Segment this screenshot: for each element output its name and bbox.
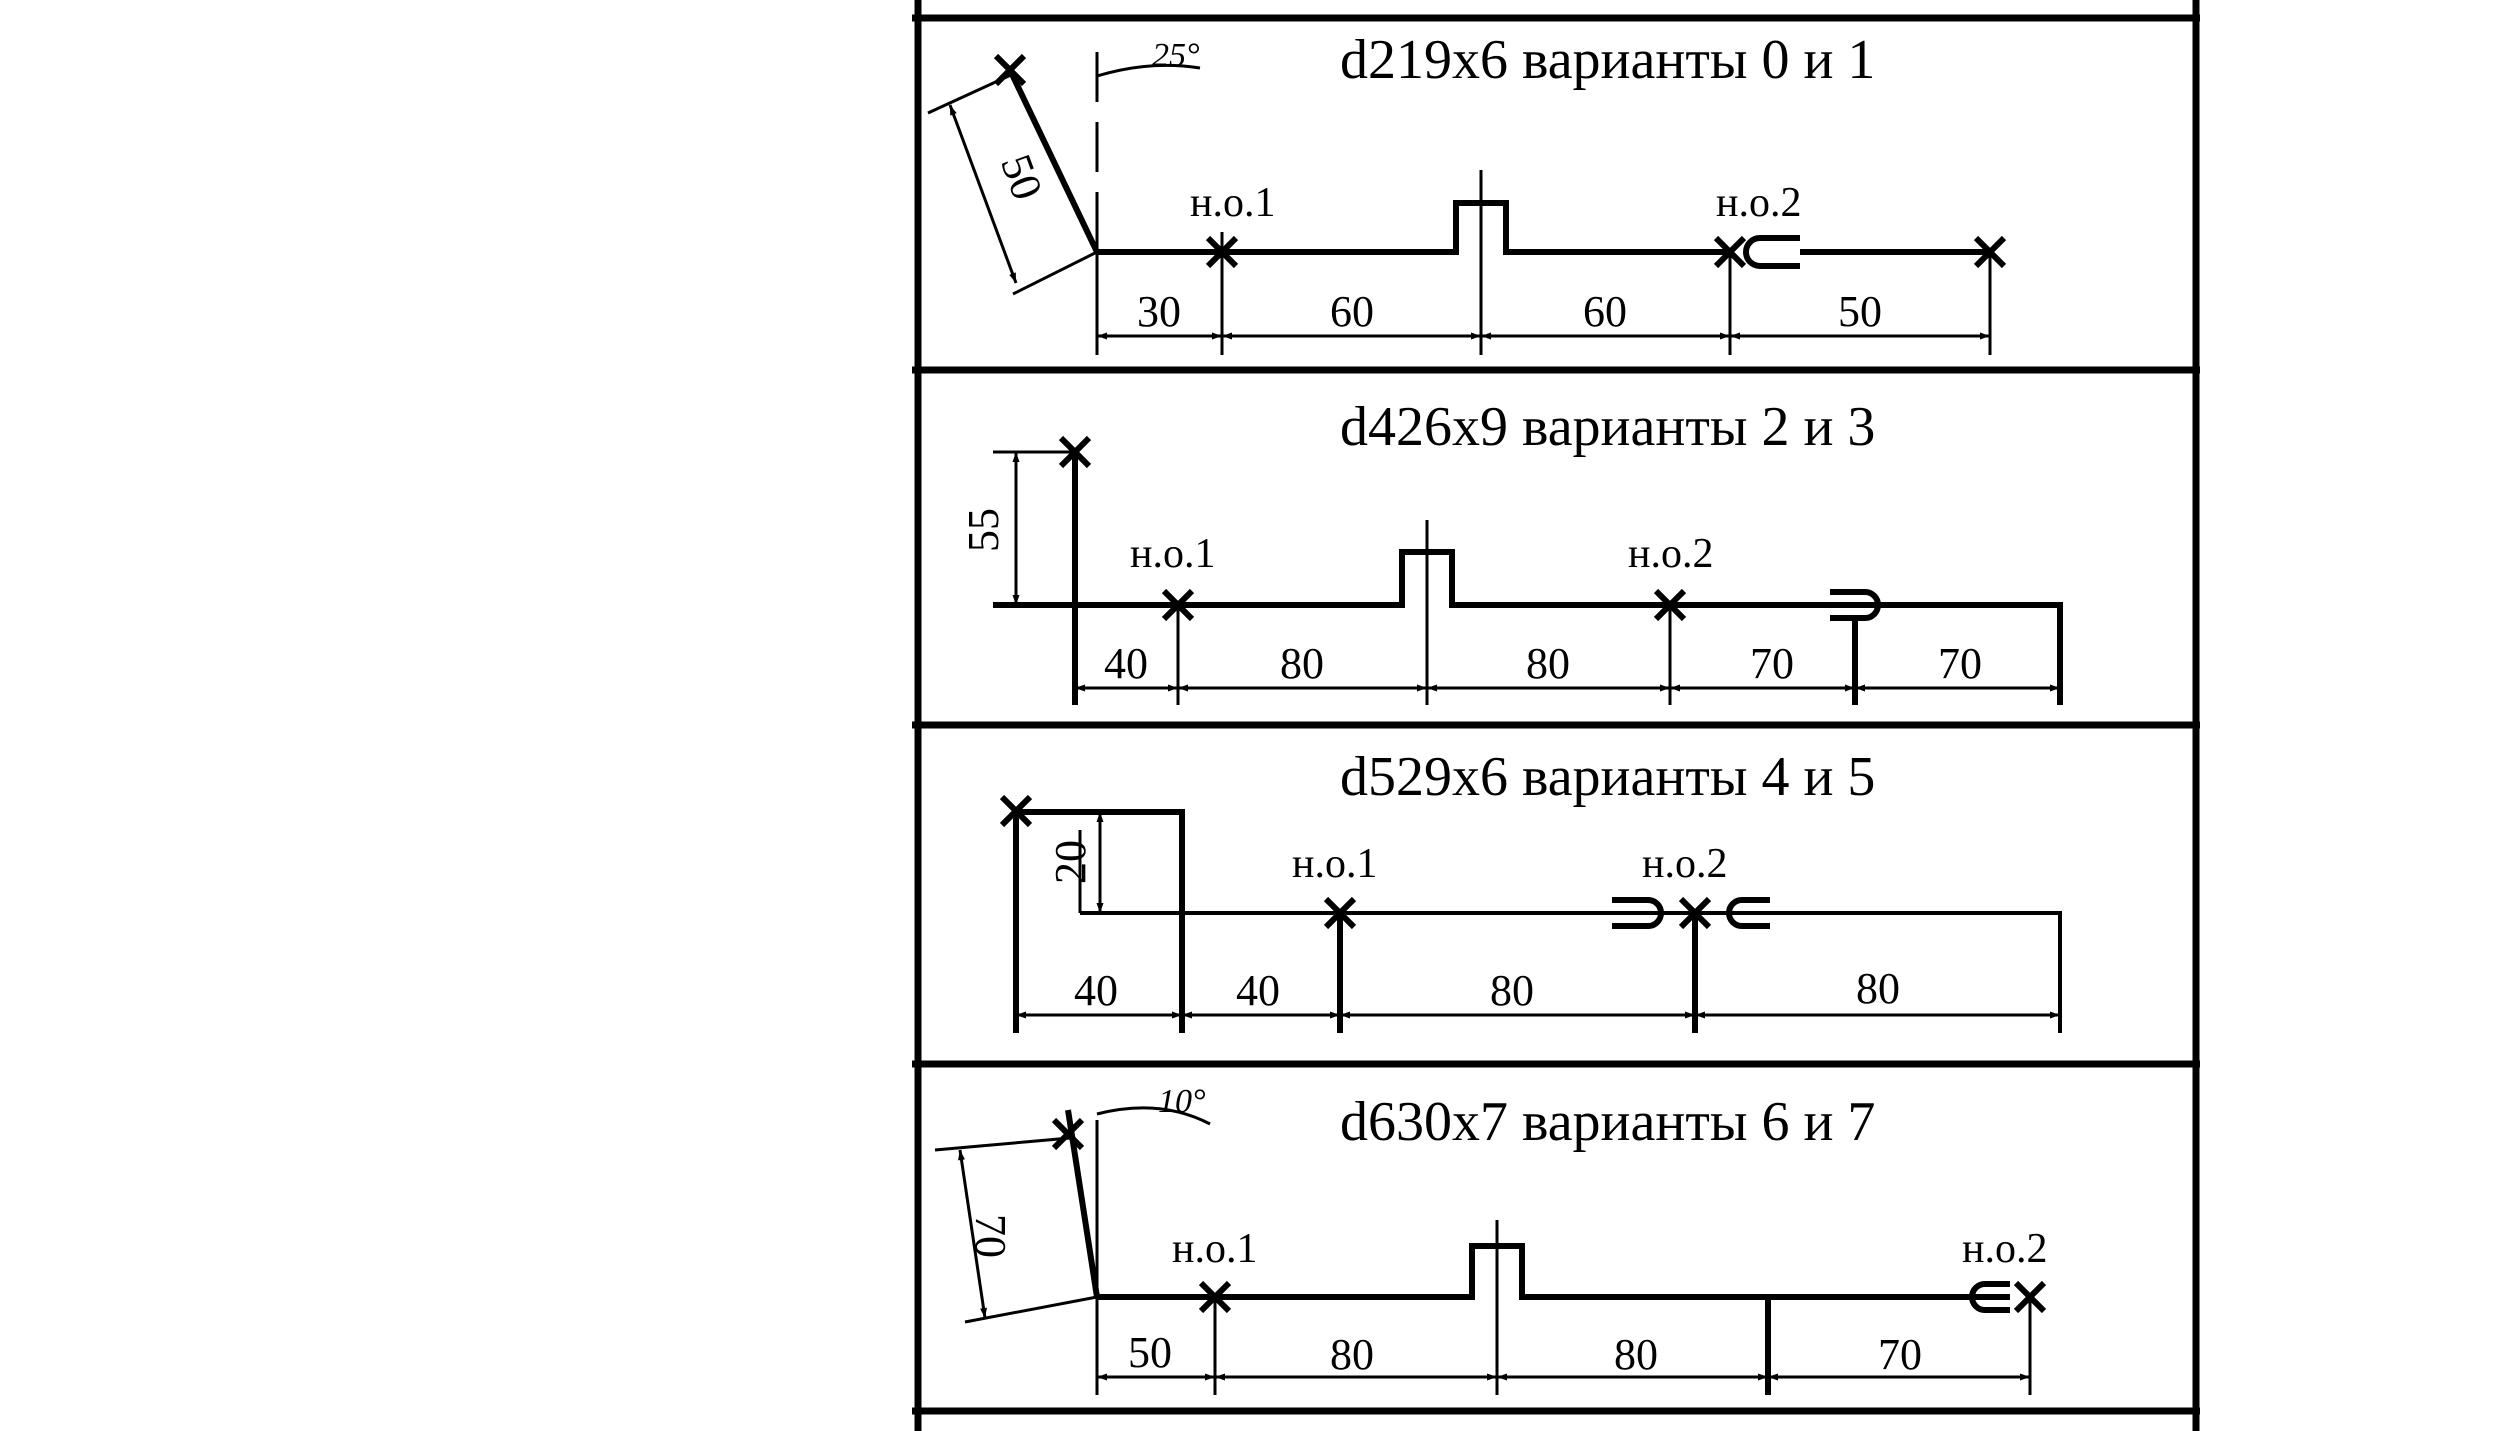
panel-4-thin [934,1106,2032,1395]
panel-1-supports [993,53,2007,269]
panel-3-dim-1: 40 [1074,966,1118,1015]
panel-4-dim-4: 70 [1878,1330,1922,1379]
panel-1: d219x6 варианты 0 и 1 [927,29,2007,355]
fixed-support-mark [1051,1117,1085,1151]
fixed-support-mark [1323,896,1357,930]
fixed-support-mark [999,794,1033,828]
panel-4: d630x7 варианты 6 и 7 [934,1083,2047,1395]
panel-2-dim-3: 80 [1526,639,1570,688]
panel-2-dim-5: 70 [1938,639,1982,688]
panel-2-title: d426x9 варианты 2 и 3 [1340,396,1875,458]
panel-4-label-1: н.о.1 [1172,1226,1257,1272]
fixed-support-mark [1653,588,1687,622]
fixed-support-mark [1713,235,1747,269]
panel-1-dim-3: 60 [1583,287,1627,336]
panel-3-title: d529x6 варианты 4 и 5 [1340,746,1875,808]
panel-3-dim-2: 40 [1236,966,1280,1015]
panel-1-dim-1: 30 [1137,287,1181,336]
panel-3: d529x6 варианты 4 и 5 20 н.о.1 н.о. [999,746,2062,1033]
panel-3-thin [1016,812,2060,1019]
panel-2-supports [1058,435,1687,622]
panel-4-dim-3: 80 [1614,1330,1658,1379]
fixed-support-mark [1973,235,2007,269]
fixed-support-mark [993,53,1027,87]
fixed-support-mark [1198,1280,1232,1314]
panel-2-label-2: н.о.2 [1628,531,1713,577]
panel-2-label-1: н.о.1 [1130,531,1215,577]
panel-3-dim-3: 80 [1490,966,1534,1015]
panel-4-angle: 10° [1158,1083,1206,1120]
panel-1-dim-2: 60 [1330,287,1374,336]
panel-3-dim-4: 80 [1856,964,1900,1013]
panel-3-side-dim: 20 [1046,840,1095,884]
panel-2-dim-1: 40 [1104,639,1148,688]
panel-4-title: d630x7 варианты 6 и 7 [1340,1091,1875,1153]
panel-1-dim-4: 50 [1838,287,1882,336]
panel-2-dim-2: 80 [1280,639,1324,688]
panel-2-thin [993,450,2060,705]
panel-2-side-dim: 55 [959,508,1008,552]
panel-4-dim-1: 50 [1128,1328,1172,1377]
panel-3-main [1080,911,2062,1033]
panel-4-dim-2: 80 [1330,1330,1374,1379]
fixed-support-mark [1678,896,1712,930]
panel-1-side-dim: 50 [991,148,1052,206]
panel-1-pipe [1007,68,1990,269]
fixed-support-mark [1161,588,1195,622]
panel-1-label-1: н.о.1 [1190,180,1275,226]
frame [912,0,2200,1431]
panel-3-label-1: н.о.1 [1292,841,1377,887]
panel-2-dim-4: 70 [1750,639,1794,688]
panel-4-side-dim: 70 [966,1214,1015,1258]
panel-3-label-2: н.о.2 [1642,841,1727,887]
panel-1-label-2: н.о.2 [1716,180,1801,226]
fixed-support-mark [1205,235,1239,269]
panel-2-pipe [993,452,2063,705]
panel-4-supports [1051,1117,2047,1314]
panel-2: d426x9 варианты 2 и 3 55 н.о.1 н.о.2 [959,396,2063,705]
panel-4-label-2: н.о.2 [1962,1226,2047,1272]
fixed-support-mark [1058,435,1092,469]
panel-1-angle: 25° [1152,37,1200,74]
panel-3-supports [999,794,1712,930]
fixed-support-mark [2013,1280,2047,1314]
panel-1-title: d219x6 варианты 0 и 1 [1340,29,1875,91]
